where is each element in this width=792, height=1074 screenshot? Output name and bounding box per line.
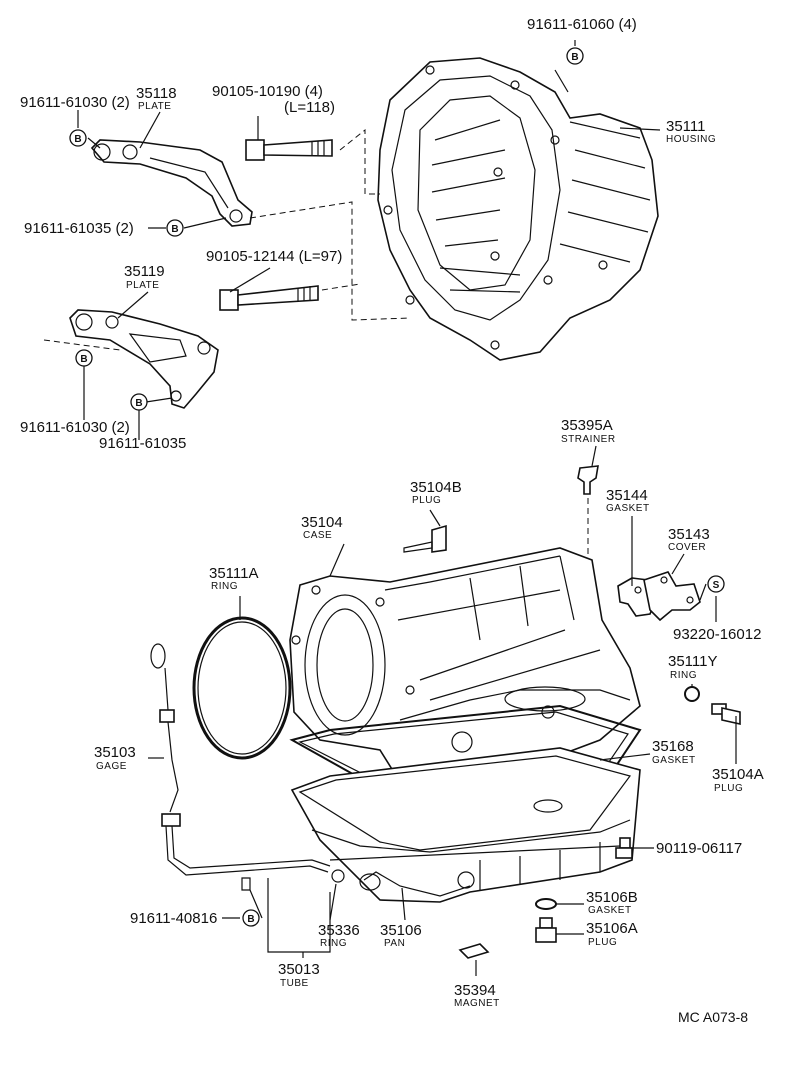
pan-drawing	[290, 747, 641, 903]
callout-90105-10190: 90105-10190 (4)	[212, 83, 323, 100]
case-drawing	[289, 547, 641, 796]
plate-35118-drawing	[90, 139, 253, 227]
callout-35106-name: PAN	[384, 938, 405, 949]
callout-35111a-name: RING	[211, 581, 238, 592]
callout-35143: 35143	[668, 526, 710, 543]
symbol-b-4: B	[75, 349, 93, 367]
gasket-35106b-drawing	[535, 898, 557, 910]
callout-35168: 35168	[652, 738, 694, 755]
svg-text:B: B	[80, 354, 87, 365]
callout-35111-name: HOUSING	[666, 134, 716, 145]
symbol-b-2: B	[69, 129, 87, 147]
callout-90119-06117: 90119-06117	[656, 840, 742, 857]
symbol-b-5: B	[130, 393, 148, 411]
plate-35119-drawing	[69, 309, 219, 409]
svg-text:B: B	[571, 52, 578, 63]
callout-35103-name: GAGE	[96, 761, 127, 772]
magnet-35394-drawing	[458, 943, 490, 959]
symbol-b-1: B	[566, 47, 584, 65]
callout-35144: 35144	[606, 487, 648, 504]
cover-35143-drawing	[643, 571, 701, 622]
callout-91611-61060: 91611-61060 (4)	[527, 16, 637, 33]
symbol-b-3: B	[166, 219, 184, 237]
callout-35111y: 35111Y	[668, 653, 718, 670]
callout-35118-name: PLATE	[138, 101, 171, 112]
callout-35104a-name: PLUG	[714, 783, 743, 794]
callout-90105-12144: 90105-12144 (L=97)	[206, 248, 342, 265]
callout-91611-61035-top: 91611-61035 (2)	[24, 220, 134, 237]
callout-35104b-name: PLUG	[412, 495, 441, 506]
callout-35104a: 35104A	[712, 766, 764, 783]
callout-35394: 35394	[454, 982, 496, 999]
bolt-long-drawing	[245, 139, 333, 161]
callout-35119-name: PLATE	[126, 280, 159, 291]
callout-91611-61030-top: 91611-61030 (2)	[20, 94, 130, 111]
strainer-35395a-drawing	[577, 465, 599, 495]
callout-35111a: 35111A	[209, 565, 259, 582]
callout-35394-name: MAGNET	[454, 998, 500, 1009]
callout-35104b: 35104B	[410, 479, 462, 496]
callout-35106a: 35106A	[586, 920, 638, 937]
callout-35119: 35119	[124, 263, 165, 280]
ring-35111y-drawing	[684, 686, 700, 702]
svg-text:S: S	[713, 580, 720, 591]
svg-text:B: B	[247, 914, 254, 925]
bolt-90119-drawing	[615, 837, 633, 859]
symbol-s-1: S	[707, 575, 725, 593]
leader-lines	[77, 40, 737, 976]
callout-35106: 35106	[380, 922, 422, 939]
housing-drawing	[377, 57, 659, 361]
svg-text:B: B	[171, 224, 178, 235]
svg-text:B: B	[74, 134, 81, 145]
callout-35336-name: RING	[320, 938, 347, 949]
callout-35118: 35118	[136, 85, 177, 102]
plug-35106a-drawing	[535, 917, 557, 943]
svg-text:B: B	[135, 398, 142, 409]
gage-and-tube-drawing	[150, 643, 471, 897]
callout-91611-61035-bottom: 91611-61035	[99, 435, 186, 452]
callout-35395a: 35395A	[561, 417, 613, 434]
callout-35104: 35104	[301, 514, 343, 531]
diagram-code: MC A073-8	[678, 1009, 748, 1025]
callout-35144-name: GASKET	[606, 503, 650, 514]
callout-35111y-name: RING	[670, 670, 697, 681]
callout-35103: 35103	[94, 744, 136, 761]
ring-35111a-drawing	[192, 616, 292, 760]
callout-35106a-name: PLUG	[588, 937, 617, 948]
callout-91611-61030-bottom: 91611-61030 (2)	[20, 419, 130, 436]
callout-35143-name: COVER	[668, 542, 706, 553]
callout-35111: 35111	[666, 118, 706, 135]
callout-35013: 35013	[278, 961, 320, 978]
callout-35104-name: CASE	[303, 530, 332, 541]
callout-93220-16012: 93220-16012	[673, 626, 761, 643]
callout-35168-name: GASKET	[652, 755, 696, 766]
callout-35106b-name: GASKET	[588, 905, 632, 916]
callout-90105-10190-length: (L=118)	[284, 99, 335, 116]
callout-35395a-name: STRAINER	[561, 434, 616, 445]
callout-35013-name: TUBE	[280, 978, 309, 989]
plug-35104b-drawing	[403, 524, 447, 553]
callout-91611-40816: 91611-40816	[130, 910, 217, 927]
callout-35106b: 35106B	[586, 889, 638, 906]
bolt-short-drawing	[219, 285, 319, 311]
callout-35336: 35336	[318, 922, 360, 939]
symbol-b-6: B	[242, 909, 260, 927]
